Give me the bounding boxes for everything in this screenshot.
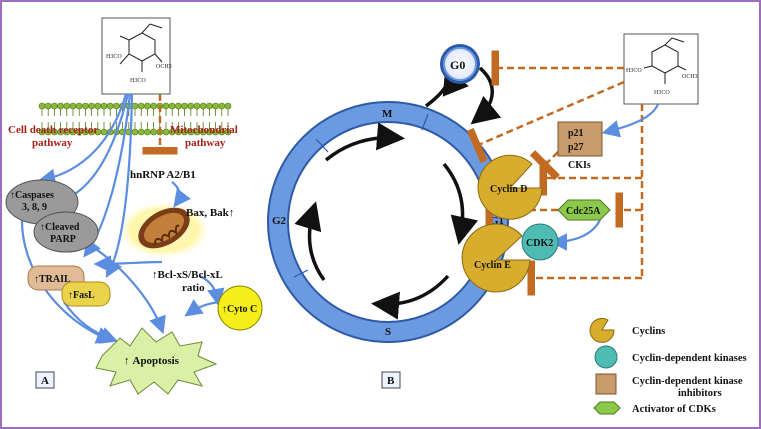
lipid-head xyxy=(162,102,170,110)
lipid-head xyxy=(63,102,71,110)
lipid-head xyxy=(150,102,157,110)
svg-text:Cyclin E: Cyclin E xyxy=(474,260,511,271)
svg-text:Cyclins: Cyclins xyxy=(632,326,665,337)
svg-text:↑Cleaved: ↑Cleaved xyxy=(40,222,80,233)
cyclin-d-node: Cyclin D xyxy=(477,154,543,220)
lipid-head xyxy=(100,102,108,110)
activation-arrows-b xyxy=(549,103,660,251)
cyclin-e-cdk2-complex: CDK2 Cyclin E xyxy=(461,223,559,293)
lipid-head xyxy=(69,102,77,110)
lipid-head xyxy=(150,128,157,136)
lipid-head xyxy=(193,102,201,110)
svg-text:Cdc25A: Cdc25A xyxy=(566,206,601,217)
svg-text:inhibitors: inhibitors xyxy=(678,388,722,399)
svg-text:G0: G0 xyxy=(450,58,465,72)
cleaved-parp-node: ↑Cleaved PARP xyxy=(33,211,99,253)
legend: Cyclins Cyclin-dependent kinases Cyclin-… xyxy=(589,317,747,415)
lipid-head xyxy=(181,102,188,110)
svg-text:↑Cyto C: ↑Cyto C xyxy=(222,304,257,315)
svg-text:Activator of CDKs: Activator of CDKs xyxy=(632,404,716,415)
svg-text:Cyclin D: Cyclin D xyxy=(490,184,528,195)
hnrnp-label: hnRNP A2/B1 xyxy=(130,169,196,181)
cyto-c-node: ↑Cyto C xyxy=(217,285,263,331)
lipid-head xyxy=(44,102,52,110)
svg-text:H3CO: H3CO xyxy=(626,68,642,74)
lipid-head xyxy=(168,102,176,110)
svg-text:↑Caspases: ↑Caspases xyxy=(10,190,54,201)
cell-death-receptor-label: Cell death receptor pathway xyxy=(8,124,101,149)
lipid-head xyxy=(224,102,232,110)
lipid-head xyxy=(144,102,151,110)
bax-bak-label: Bax, Bak↑ xyxy=(186,207,234,219)
lipid-head xyxy=(38,102,46,110)
lipid-head xyxy=(106,102,114,110)
lipid-head xyxy=(218,102,226,110)
lipid-head xyxy=(51,102,58,110)
g0-node: G0 xyxy=(440,44,480,84)
svg-text:B: B xyxy=(387,375,395,387)
lipid-head xyxy=(131,128,139,136)
svg-text:A: A xyxy=(41,375,49,387)
molecule-structure-a: H3CO OCH3 H3CO xyxy=(101,17,172,95)
lipid-head xyxy=(88,102,95,110)
lipid-head xyxy=(137,128,145,136)
cki-node: p21 p27 CKIs xyxy=(557,121,603,171)
lipid-head xyxy=(57,102,64,110)
lipid-head xyxy=(94,102,102,110)
svg-text:p27: p27 xyxy=(568,142,584,153)
lipid-head xyxy=(206,102,213,110)
svg-text:PARP: PARP xyxy=(50,234,76,245)
lipid-head xyxy=(113,102,120,110)
lipid-head xyxy=(82,102,89,110)
svg-text:p21: p21 xyxy=(568,128,584,139)
svg-text:↑Apoptosis: ↑Apoptosis xyxy=(124,355,180,367)
svg-text:OCH3: OCH3 xyxy=(682,74,698,80)
mitochondrion-icon xyxy=(116,200,212,260)
panel-a-label: A xyxy=(35,371,55,389)
lipid-head xyxy=(137,102,145,110)
bcl-ratio-label: ↑Bcl-xS/Bcl-xL ratio xyxy=(152,269,225,294)
lipid-head xyxy=(187,102,195,110)
phase-g2: G2 xyxy=(272,215,287,227)
fasl-node: ↑FasL xyxy=(61,281,111,307)
lipid-head xyxy=(175,102,182,110)
lipid-head xyxy=(199,102,207,110)
apoptosis-node: ↑Apoptosis xyxy=(95,327,218,395)
mitochondrial-pathway-label: Mitochondrial pathway xyxy=(170,124,241,149)
h3co-label: H3CO xyxy=(106,54,122,60)
panel-b-label: B xyxy=(381,371,401,389)
lipid-head xyxy=(162,128,170,136)
lipid-head xyxy=(75,102,83,110)
molecule-structure-b: H3CO OCH3 H3CO xyxy=(623,33,699,105)
lipid-head xyxy=(212,102,219,110)
h3co-label-bottom: H3CO xyxy=(130,78,146,84)
lipid-head xyxy=(144,128,151,136)
cell-membrane xyxy=(38,102,232,136)
svg-text:↑FasL: ↑FasL xyxy=(68,290,95,301)
lipid-head xyxy=(100,128,108,136)
svg-text:Cyclin-dependent kinase: Cyclin-dependent kinase xyxy=(632,376,743,387)
svg-text:H3CO: H3CO xyxy=(654,90,670,96)
svg-text:CDK2: CDK2 xyxy=(526,238,553,249)
svg-text:↑TRAIL: ↑TRAIL xyxy=(34,274,71,285)
cdc25a-node: Cdc25A xyxy=(557,199,611,221)
phase-m: M xyxy=(382,108,393,120)
phase-s: S xyxy=(385,326,391,338)
lipid-head xyxy=(131,102,139,110)
och3-label: OCH3 xyxy=(156,64,172,70)
svg-text:CKIs: CKIs xyxy=(568,160,591,171)
svg-text:Cyclin-dependent kinases: Cyclin-dependent kinases xyxy=(632,353,747,364)
svg-text:3, 8, 9: 3, 8, 9 xyxy=(22,202,47,213)
